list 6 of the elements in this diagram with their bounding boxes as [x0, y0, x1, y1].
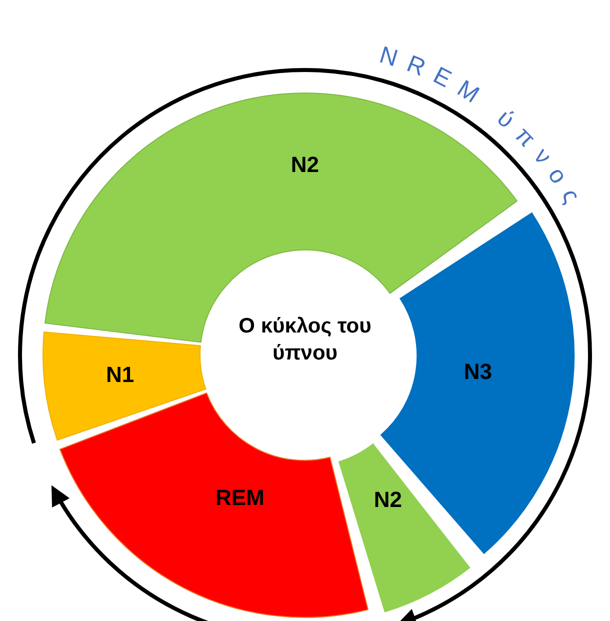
stage-label: N1 [106, 362, 134, 388]
stage-label: N2 [374, 486, 402, 513]
stage-label: N3 [464, 358, 492, 385]
stage-label: N2 [290, 152, 320, 178]
center-title: Ο κύκλος του ύπνου [238, 314, 372, 367]
stage-label: REM [216, 484, 264, 511]
